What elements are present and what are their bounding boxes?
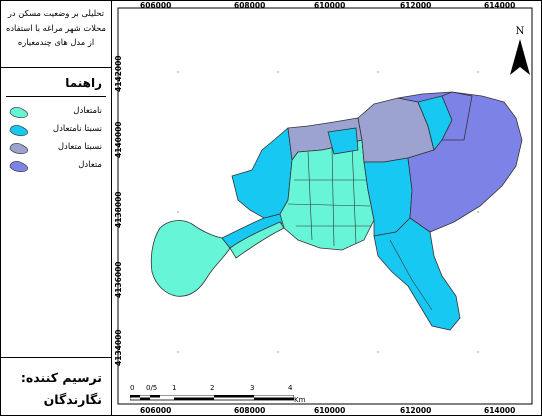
north-arrow-icon: N bbox=[508, 26, 532, 81]
y-tick: 4138000 bbox=[114, 191, 123, 228]
scale-label: 1 bbox=[172, 384, 177, 392]
x-tick-top: 606000 bbox=[140, 1, 172, 10]
legend-label: نامتعادل bbox=[73, 106, 102, 116]
y-tick: 4142000 bbox=[114, 55, 123, 92]
region-south-tail-border bbox=[389, 239, 433, 311]
scale-bar: 0 0/5 1 2 3 4 Km bbox=[118, 384, 318, 408]
x-tick-bottom: 608000 bbox=[234, 406, 266, 415]
legend-divider bbox=[6, 96, 106, 97]
region-west-lobe bbox=[150, 220, 231, 297]
legend-heading: راهنما bbox=[65, 76, 102, 90]
x-tick-bottom: 610000 bbox=[314, 406, 346, 415]
credits-box: ترسیم کننده: نگارندگان bbox=[0, 358, 112, 416]
x-tick-bottom: 614000 bbox=[484, 406, 516, 415]
scale-label: 4 bbox=[288, 384, 293, 392]
region-balanced-strip bbox=[441, 91, 473, 141]
scale-label: 3 bbox=[250, 384, 255, 392]
region-north-cyan bbox=[327, 127, 359, 155]
legend-item-balanced: متعادل bbox=[8, 158, 106, 174]
map-inner-border bbox=[117, 7, 533, 405]
map-title-line-3: از مدل های چندمعیاره bbox=[17, 37, 95, 47]
scale-label: 0/5 bbox=[146, 384, 158, 392]
north-arrow-shape bbox=[510, 39, 530, 75]
legend-swatch-icon bbox=[9, 161, 28, 173]
x-tick-top: 612000 bbox=[400, 1, 432, 10]
legend-label: متعادل bbox=[78, 160, 102, 170]
legend-item-relatively-balanced: نسبتا متعادل bbox=[8, 140, 106, 156]
side-panel: تحلیلی بر وضعیت مسکن در محلات شهر مراغه … bbox=[0, 0, 112, 416]
legend-swatch-icon bbox=[9, 107, 28, 119]
region-west-flank bbox=[231, 127, 293, 219]
scale-label: 2 bbox=[210, 384, 215, 392]
legend-label: نسبتا متعادل bbox=[57, 142, 102, 152]
x-tick-bottom: 612000 bbox=[400, 406, 432, 415]
legend: راهنما نامتعادل نسبتا نامتعادل نسبتا متع… bbox=[0, 68, 112, 358]
x-tick-top: 608000 bbox=[234, 1, 266, 10]
credits-label: ترسیم کننده: bbox=[20, 370, 102, 385]
x-tick-top: 610000 bbox=[314, 1, 346, 10]
legend-swatch-icon bbox=[9, 143, 28, 155]
scale-label: 0 bbox=[130, 384, 135, 392]
y-tick: 4136000 bbox=[114, 261, 123, 298]
y-tick: 4140000 bbox=[114, 121, 123, 158]
legend-item-unbalanced: نامتعادل bbox=[8, 104, 106, 120]
region-central-core bbox=[279, 139, 375, 251]
grid-marks bbox=[177, 71, 479, 353]
legend-swatch-icon bbox=[9, 125, 28, 137]
y-tick: 4134000 bbox=[114, 329, 123, 366]
map-canvas bbox=[117, 7, 533, 405]
scale-unit: Km bbox=[294, 396, 306, 404]
north-label: N bbox=[515, 26, 525, 37]
map-title-line-1: تحلیلی بر وضعیت مسکن در bbox=[7, 8, 105, 18]
title-box: تحلیلی بر وضعیت مسکن در محلات شهر مراغه … bbox=[0, 0, 112, 68]
legend-item-relatively-unbalanced: نسبتا نامتعادل bbox=[8, 122, 106, 138]
x-tick-top: 614000 bbox=[484, 1, 516, 10]
map-title-line-2: محلات شهر مراغه با استفاده bbox=[6, 22, 106, 33]
scale-bar-graphic bbox=[130, 395, 294, 401]
x-tick-bottom: 606000 bbox=[140, 406, 172, 415]
legend-label: نسبتا نامتعادل bbox=[52, 124, 102, 134]
region-central-core-borders bbox=[287, 143, 372, 247]
region-south-tail bbox=[373, 217, 461, 331]
credits-value: نگارندگان bbox=[43, 392, 102, 407]
